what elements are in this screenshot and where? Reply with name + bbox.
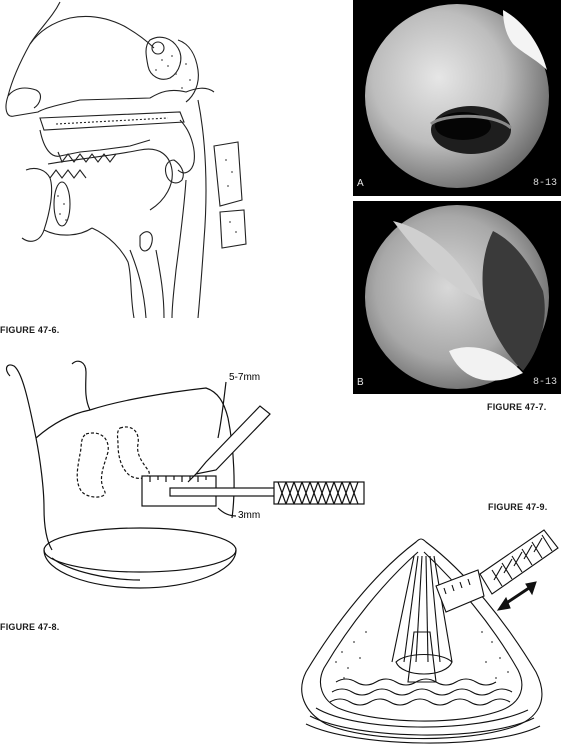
endoscopy-panel-b: B 8-13 (353, 201, 561, 394)
panel-b-label: B (357, 377, 364, 388)
figure-47-8-caption: FIGURE 47-8. (0, 622, 60, 632)
measure-label-top: 5-7mm (229, 372, 261, 383)
measure-label-bottom: 3mm (238, 510, 261, 521)
endoscopy-panel-a: A 8-13 (353, 0, 561, 196)
panel-a-stamp: 8-13 (533, 178, 558, 189)
panel-a-label: A (357, 178, 364, 189)
figure-47-9-illustration (296, 512, 561, 750)
figure-47-6-illustration (0, 0, 262, 318)
figure-47-8-illustration: 5-7mm 3mm (0, 358, 372, 608)
figure-47-9-caption: FIGURE 47-9. (488, 502, 548, 512)
panel-b-stamp: 8-13 (533, 377, 558, 388)
figure-47-7-caption: FIGURE 47-7. (487, 402, 547, 412)
figure-47-6-caption: FIGURE 47-6. (0, 325, 60, 335)
